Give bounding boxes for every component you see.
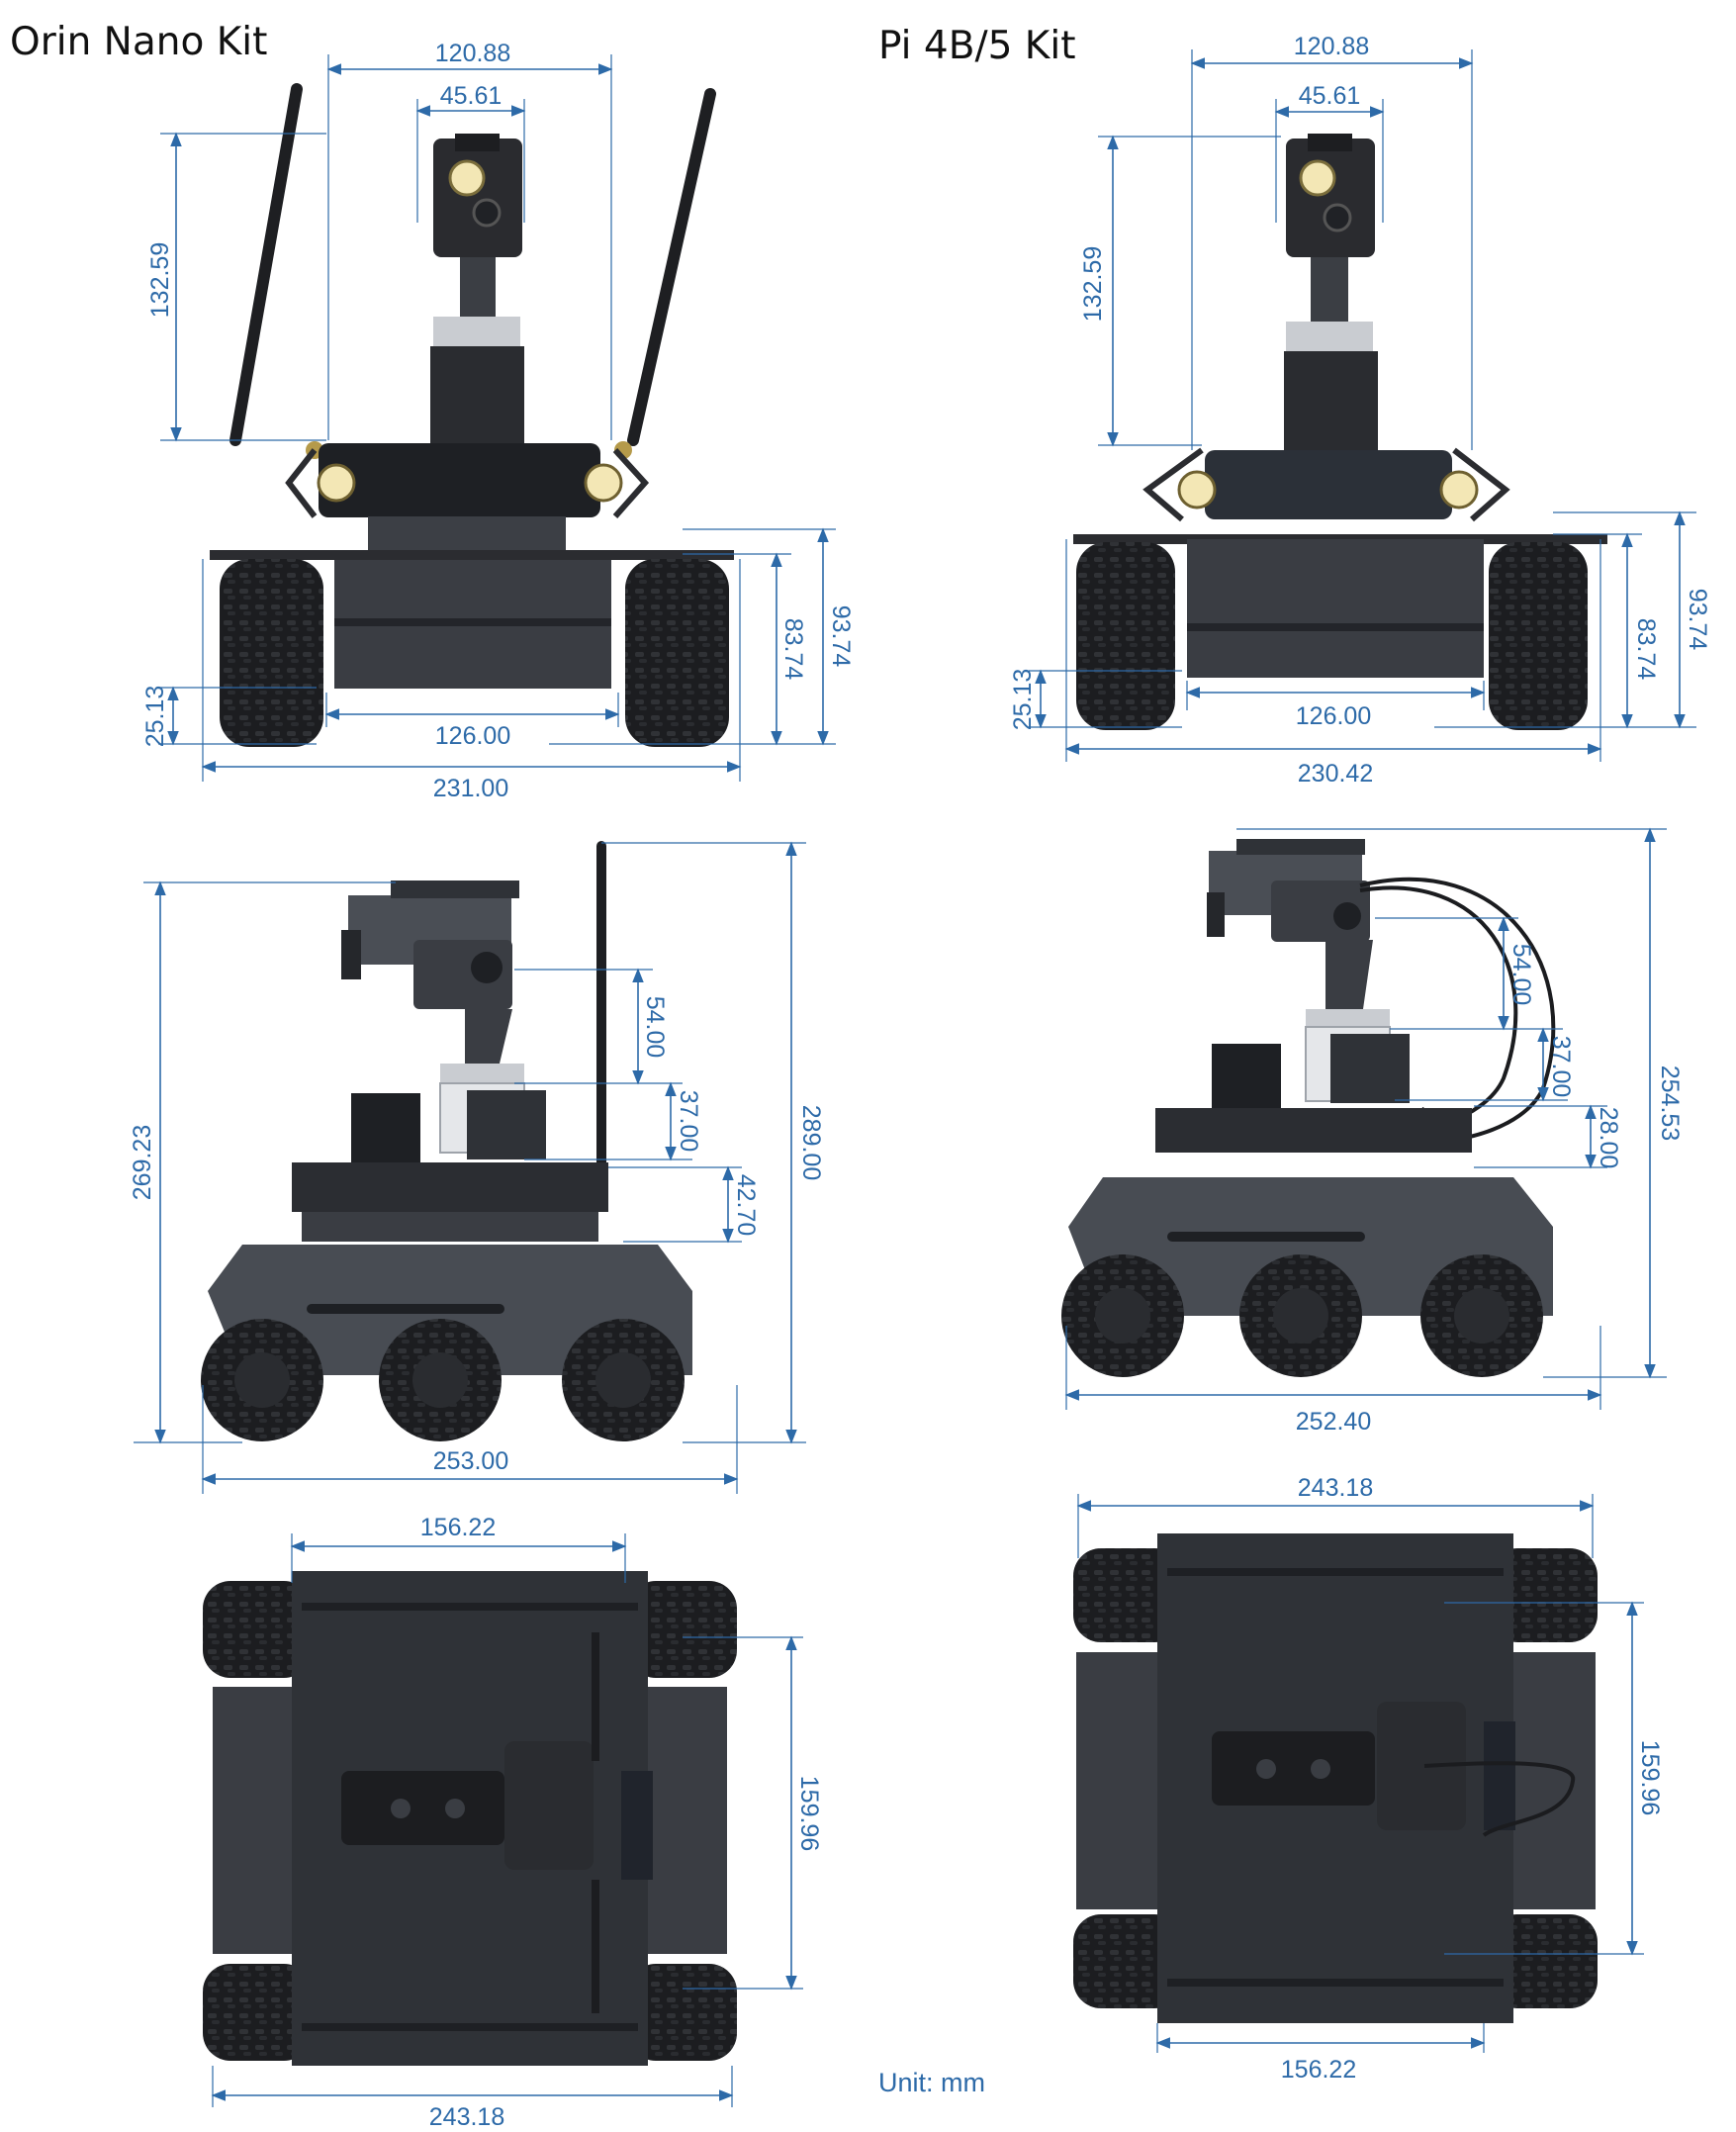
dim-label-orin-120-88: 120.88 <box>435 40 510 67</box>
dim-label-orin-45-61: 45.61 <box>440 82 503 110</box>
orin-side-view <box>201 841 692 1441</box>
dim-label-pi-83-74: 83.74 <box>1632 618 1660 681</box>
orin-nano-kit-title: Orin Nano Kit <box>10 20 268 64</box>
dim-label-orin-231-00: 231.00 <box>433 775 508 802</box>
pi-top-view <box>1073 1533 1598 2023</box>
dim-label-orin-83-74: 83.74 <box>779 618 807 681</box>
dim-label-pi-93-74: 93.74 <box>1684 589 1711 651</box>
dim-label-orin-25-13: 25.13 <box>141 686 169 748</box>
dim-label-orin-132-59: 132.59 <box>146 242 174 318</box>
pi-side-view <box>1061 839 1556 1377</box>
orin-front-dimensions: 120.88 45.61 132.59 93.74 83.74 25.13 12… <box>141 40 855 802</box>
dim-label-orin-126-00: 126.00 <box>435 722 510 750</box>
pi-top-dimensions: 243.18 159.96 156.22 <box>1076 1474 1664 2084</box>
dim-label-pi-254-53: 254.53 <box>1656 1066 1684 1141</box>
dim-label-orin-253-00: 253.00 <box>433 1447 508 1475</box>
dim-label-pi-243-18: 243.18 <box>1298 1474 1373 1502</box>
dim-label-pi-156-22: 156.22 <box>1281 2056 1356 2084</box>
dim-label-orin-37-00: 37.00 <box>675 1090 702 1153</box>
dim-label-pi-54-00: 54.00 <box>1508 944 1535 1006</box>
dim-label-orin-42-70: 42.70 <box>732 1174 760 1237</box>
pi-kit-title: Pi 4B/5 Kit <box>878 24 1076 68</box>
dim-label-orin-289-00: 289.00 <box>797 1105 825 1180</box>
dim-label-orin-243-18: 243.18 <box>429 2103 504 2131</box>
dim-label-pi-159-96: 159.96 <box>1636 1740 1664 1815</box>
dim-label-pi-25-13: 25.13 <box>1009 669 1037 731</box>
pi-side-dimensions: 254.53 54.00 37.00 28.00 252.40 <box>1064 827 1684 1436</box>
dim-label-orin-54-00: 54.00 <box>641 996 669 1059</box>
dim-label-pi-45-61: 45.61 <box>1299 82 1361 110</box>
dim-label-orin-269-23: 269.23 <box>129 1125 156 1200</box>
pi-front-view <box>1073 134 1607 730</box>
dim-label-pi-252-40: 252.40 <box>1296 1408 1371 1436</box>
orin-top-dimensions: 156.22 159.96 243.18 <box>211 1514 823 2131</box>
dim-label-pi-230-42: 230.42 <box>1298 760 1373 788</box>
dim-label-pi-120-88: 120.88 <box>1294 33 1369 60</box>
dim-label-orin-156-22: 156.22 <box>420 1514 496 1541</box>
dim-label-orin-159-96: 159.96 <box>795 1776 823 1851</box>
unit-label: Unit: mm <box>878 2068 985 2097</box>
orin-front-view <box>210 83 734 747</box>
pi-front-dimensions: 120.88 45.61 132.59 93.74 83.74 25.13 12… <box>1009 33 1711 788</box>
orin-top-view <box>203 1571 737 2066</box>
dim-label-pi-132-59: 132.59 <box>1079 246 1107 322</box>
dim-label-orin-93-74: 93.74 <box>827 605 855 668</box>
orin-side-dimensions: 269.23 289.00 54.00 37.00 42.70 253.00 <box>129 841 825 1494</box>
dim-label-pi-28-00: 28.00 <box>1595 1107 1622 1169</box>
dim-label-pi-126-00: 126.00 <box>1296 702 1371 730</box>
dim-label-pi-37-00: 37.00 <box>1547 1036 1575 1098</box>
